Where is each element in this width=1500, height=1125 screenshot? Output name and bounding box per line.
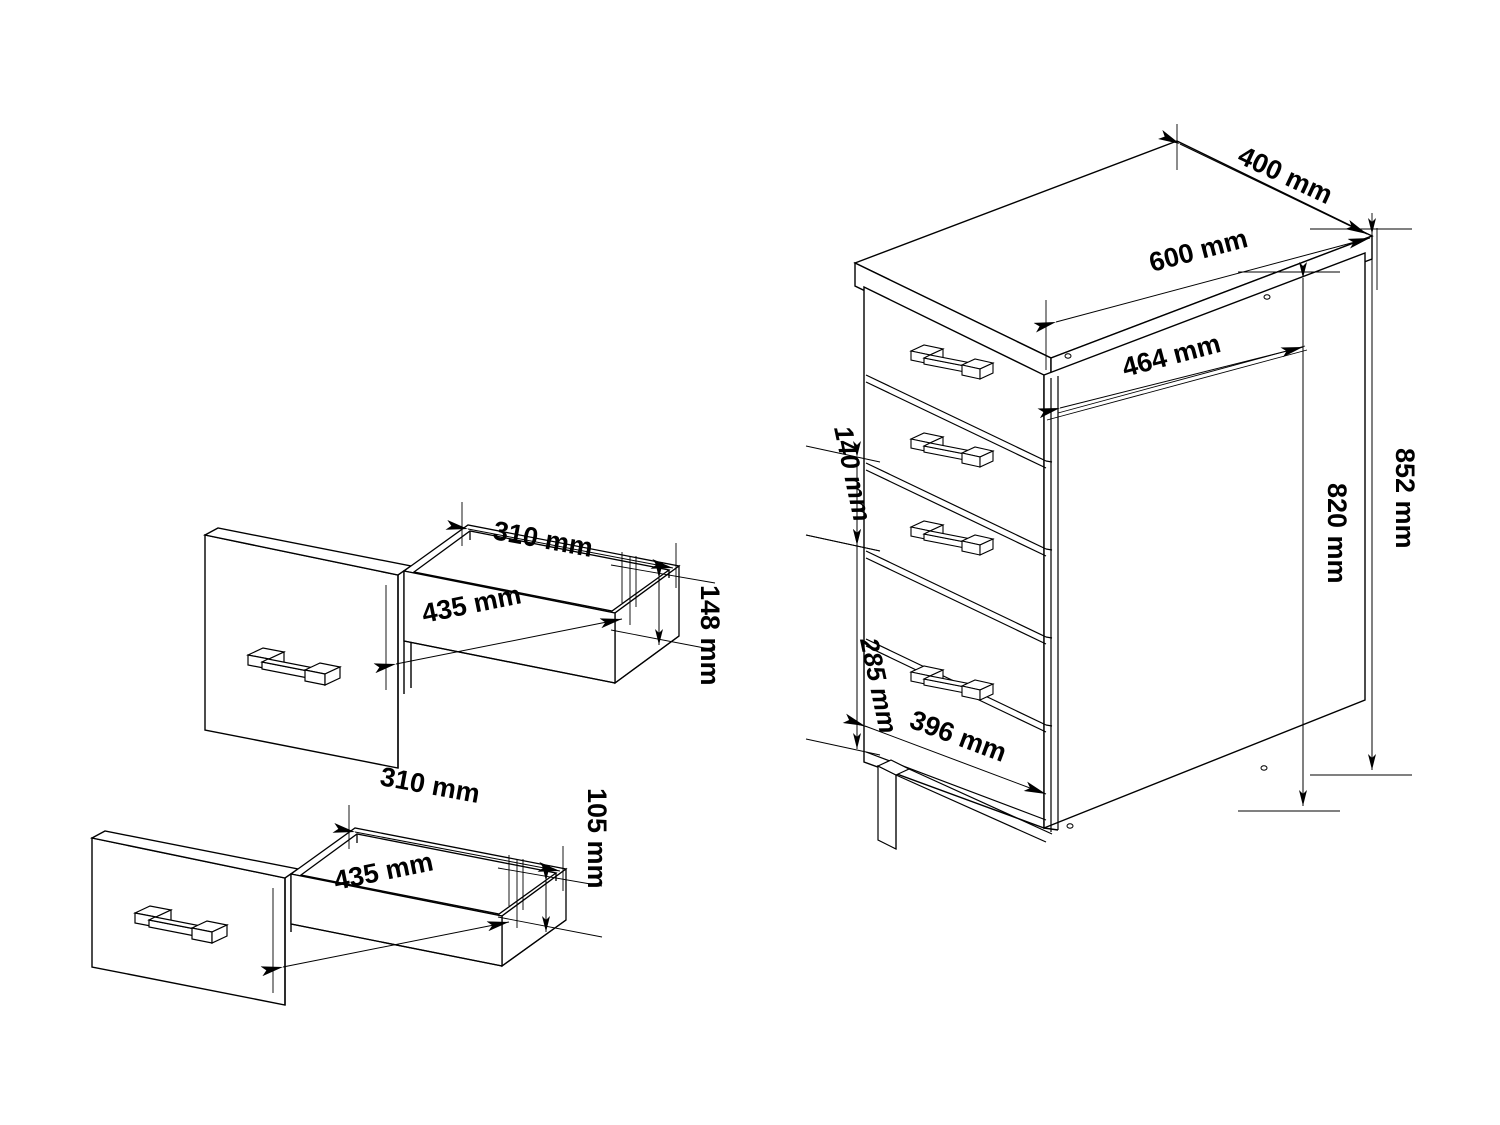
lower-drawer-handle-icon	[133, 905, 229, 944]
cabinet-handle-icon-4	[909, 665, 995, 701]
dim-lower-105	[497, 855, 603, 938]
lower-drawer-view	[89, 805, 603, 1006]
dim-upper-148	[610, 552, 716, 651]
label-820: 820 mm	[1322, 483, 1352, 584]
dim-cabinet-852	[1310, 218, 1412, 776]
dim-cabinet-820	[1238, 262, 1340, 812]
label-310-lower: 310 mm	[378, 761, 482, 809]
dim-lower-435	[260, 859, 518, 993]
label-148: 148 mm	[695, 585, 725, 686]
upper-drawer-view	[202, 502, 716, 769]
label-105: 105 mm	[582, 788, 612, 889]
dim-upper-310	[445, 502, 677, 588]
dim-upper-435	[373, 556, 631, 690]
upper-drawer-front-panel	[202, 527, 413, 769]
label-852: 852 mm	[1390, 448, 1420, 549]
cabinet-handle-icon-2	[909, 432, 995, 468]
dim-cabinet-464	[1037, 345, 1308, 421]
lower-drawer-front-panel	[89, 830, 300, 1006]
cabinet-handle-icon-3	[909, 520, 995, 556]
cabinet-handle-icon-1	[909, 344, 995, 380]
dim-lower-310	[332, 805, 564, 891]
upper-drawer-handle-icon	[246, 647, 342, 686]
cabinet-view	[805, 124, 1412, 850]
dim-cabinet-396	[842, 713, 1047, 795]
